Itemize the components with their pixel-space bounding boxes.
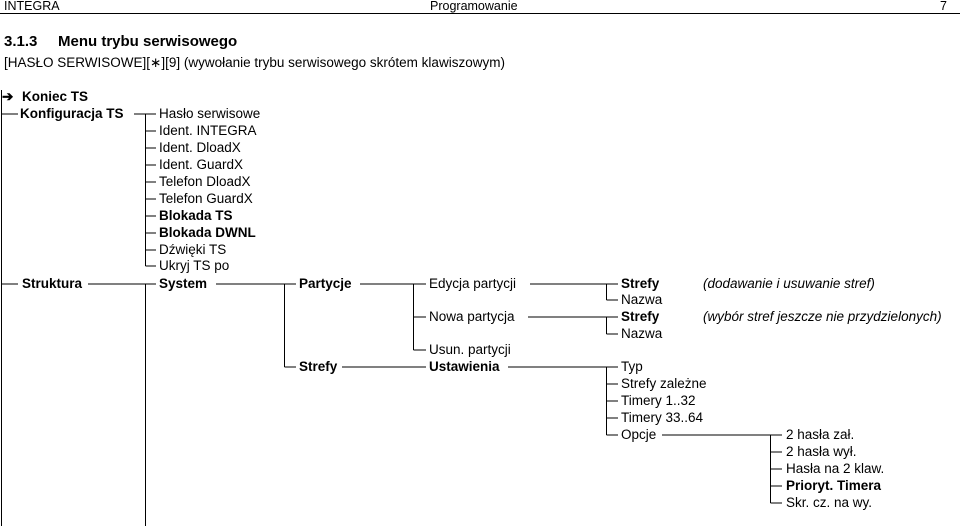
menu-haslo-serwisowe: Hasło serwisowe — [159, 106, 261, 121]
menu-struktura: Struktura — [22, 276, 83, 291]
menu-telefon-dloadx: Telefon DloadX — [159, 174, 251, 189]
section-title: Menu trybu serwisowego — [58, 33, 238, 50]
menu-konfiguracja-ts: Konfiguracja TS — [20, 106, 124, 121]
menu-2-hasla-zal: 2 hasła zał. — [786, 427, 855, 442]
menu-system: System — [159, 276, 208, 291]
menu-telefon-guardx: Telefon GuardX — [159, 191, 253, 206]
menu-koniec-ts: Koniec TS — [22, 89, 89, 104]
menu-typ: Typ — [621, 359, 643, 374]
section-shortcut: [HASŁO SERWISOWE][∗][9] (wywołanie trybu… — [4, 55, 505, 70]
menu-dzwieki-ts: Dźwięki TS — [159, 242, 227, 257]
arrow-icon: ➔ — [2, 89, 14, 104]
menu-strefy: Strefy — [299, 359, 338, 374]
menu-skr-cz-na-wy: Skr. cz. na wy. — [786, 495, 873, 510]
menu-edycja-partycji: Edycja partycji — [429, 276, 517, 291]
menu-nowa-partycja: Nowa partycja — [429, 309, 515, 324]
menu-blokada-dwnl: Blokada DWNL — [159, 225, 256, 240]
menu-opcje: Opcje — [621, 427, 657, 442]
menu-ustawienia: Ustawienia — [429, 359, 500, 374]
menu-strefy-edycja: Strefy — [621, 276, 660, 291]
note-dodawanie-stref: (dodawanie i usuwanie stref) — [703, 276, 875, 291]
header-product: INTEGRA — [4, 0, 60, 13]
menu-ident-integra: Ident. INTEGRA — [159, 123, 257, 138]
page-header: INTEGRA Programowanie 7 — [0, 0, 960, 14]
menu-2-hasla-wyl: 2 hasła wył. — [786, 444, 857, 459]
menu-ident-guardx: Ident. GuardX — [159, 157, 244, 172]
menu-timery-33-64: Timery 33..64 — [621, 410, 704, 425]
menu-ukryj-ts-po: Ukryj TS po — [159, 258, 230, 273]
menu-prioryt-timera: Prioryt. Timera — [786, 478, 882, 493]
menu-nazwa-edycja: Nazwa — [621, 292, 663, 307]
header-chapter: Programowanie — [430, 0, 518, 13]
menu-timery-1-32: Timery 1..32 — [621, 393, 696, 408]
menu-strefy-nowa: Strefy — [621, 309, 660, 324]
menu-usun-partycji: Usun. partycji — [429, 342, 511, 357]
menu-strefy-zalezne: Strefy zależne — [621, 376, 707, 391]
menu-partycje: Partycje — [299, 276, 352, 291]
menu-blokada-ts: Blokada TS — [159, 208, 233, 223]
header-page-number: 7 — [940, 0, 947, 13]
note-wybor-stref: (wybór stref jeszcze nie przydzielonych) — [703, 309, 942, 324]
section-number: 3.1.3 — [4, 33, 38, 50]
menu-nazwa-nowa: Nazwa — [621, 326, 663, 341]
menu-hasla-na-2-klaw: Hasła na 2 klaw. — [786, 461, 885, 476]
menu-ident-dloadx: Ident. DloadX — [159, 140, 241, 155]
